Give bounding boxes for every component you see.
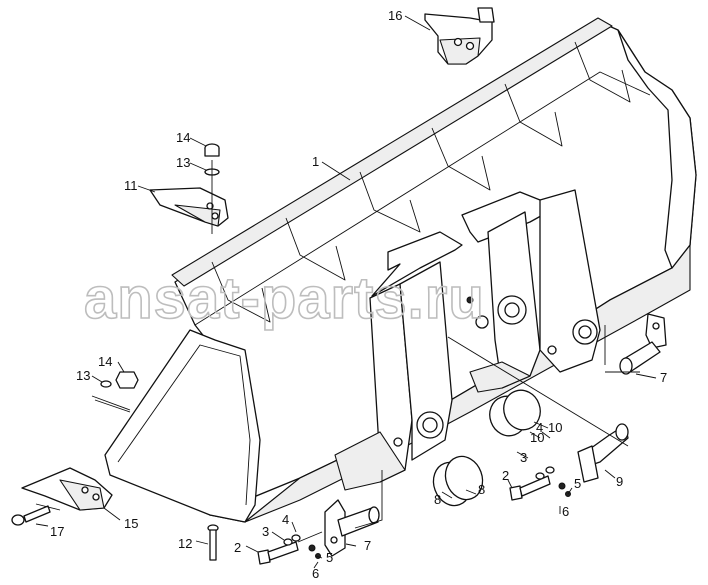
callout-15: 15 <box>124 516 138 531</box>
right-mounting-bracket <box>461 189 601 393</box>
callout-6-right: 6 <box>562 504 569 519</box>
part-16-side-cutter <box>424 7 495 65</box>
callout-8-b: 8 <box>434 492 441 507</box>
lower-bolt-set <box>257 531 323 565</box>
callout-14-upper: 14 <box>176 130 190 145</box>
part-7-pin-lower <box>324 499 380 557</box>
callout-9: 9 <box>616 474 623 489</box>
part-9-pin <box>577 423 629 483</box>
callout-10-b: 10 <box>530 430 544 445</box>
callout-3-lower: 3 <box>262 524 269 539</box>
part-7-pin-upper <box>619 313 667 375</box>
callout-12: 12 <box>178 536 192 551</box>
part-12-bolt <box>207 524 219 561</box>
part-8-shims <box>432 455 484 507</box>
callout-11: 11 <box>124 178 138 193</box>
callout-13-upper: 13 <box>176 155 190 170</box>
callout-5-right: 5 <box>574 476 581 491</box>
bucket-right-side-plate <box>617 29 697 269</box>
assembly-lines <box>35 325 640 529</box>
callout-17: 17 <box>50 524 64 539</box>
upper-fasteners-13-14 <box>204 143 220 234</box>
callout-14-lower: 14 <box>98 354 112 369</box>
callout-13-lower: 13 <box>76 368 90 383</box>
callout-2-right: 2 <box>502 468 509 483</box>
callout-labels: 16 1 14 13 11 14 13 7 10 10 4 3 2 5 9 6 … <box>50 8 667 581</box>
callout-6-lower: 6 <box>312 566 319 581</box>
part-17-bolt <box>11 505 51 526</box>
callout-7-lower: 7 <box>364 538 371 553</box>
part-10-shims <box>489 389 541 437</box>
callout-4-lower: 4 <box>282 512 289 527</box>
callout-4-right: 4 <box>536 420 543 435</box>
bucket-left-side-plate <box>104 329 261 523</box>
callout-8-a: 8 <box>478 482 485 497</box>
left-mounting-bracket <box>334 231 463 491</box>
lower-fasteners-13-14 <box>91 371 139 411</box>
bucket-ribs <box>211 41 631 323</box>
callout-10-a: 10 <box>548 420 562 435</box>
bucket-top-rim <box>171 17 613 287</box>
part-15-corner-tooth <box>21 467 113 511</box>
callout-16: 16 <box>388 8 402 23</box>
right-bolt-set <box>509 466 571 501</box>
callout-7-upper: 7 <box>660 370 667 385</box>
callout-1: 1 <box>312 154 319 169</box>
callout-2-lower: 2 <box>234 540 241 555</box>
leader-lines <box>35 15 657 569</box>
callout-3-right: 3 <box>520 450 527 465</box>
part-11-cutter <box>149 187 229 227</box>
callout-5-lower: 5 <box>326 550 333 565</box>
watermark-text: ansat-parts.ru <box>84 266 485 331</box>
